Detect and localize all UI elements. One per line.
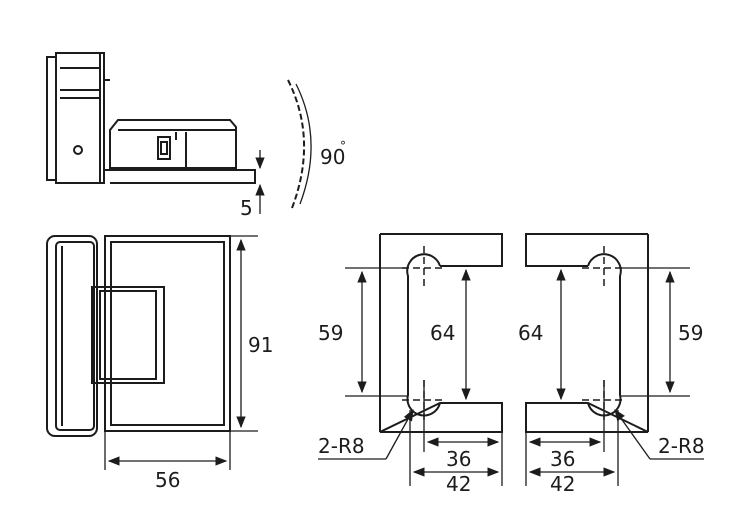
right-59-label: 59	[678, 321, 703, 345]
width-56-label: 56	[155, 468, 180, 492]
hinge-front-view: 91 56	[46, 235, 273, 492]
right-glass-cutout-drawing: 64 59 2-R8 36 42	[518, 233, 705, 496]
left-42-label: 42	[446, 472, 471, 496]
left-64-label: 64	[430, 321, 455, 345]
hinge-top-view: 5 90 °	[46, 52, 346, 220]
height-91-label: 91	[248, 333, 273, 357]
left-radius-label: 2-R8	[318, 434, 365, 458]
angle-unit-label: °	[340, 139, 346, 153]
right-radius-label: 2-R8	[658, 434, 705, 458]
angle-label: 90	[320, 145, 345, 169]
right-64-label: 64	[518, 321, 543, 345]
left-59-label: 59	[318, 321, 343, 345]
right-42-label: 42	[550, 472, 575, 496]
right-36-label: 36	[550, 447, 575, 471]
gap-dimension-label: 5	[240, 196, 253, 220]
left-36-label: 36	[446, 447, 471, 471]
left-glass-cutout-drawing: 59 64 2-R8 36 42	[318, 233, 503, 496]
